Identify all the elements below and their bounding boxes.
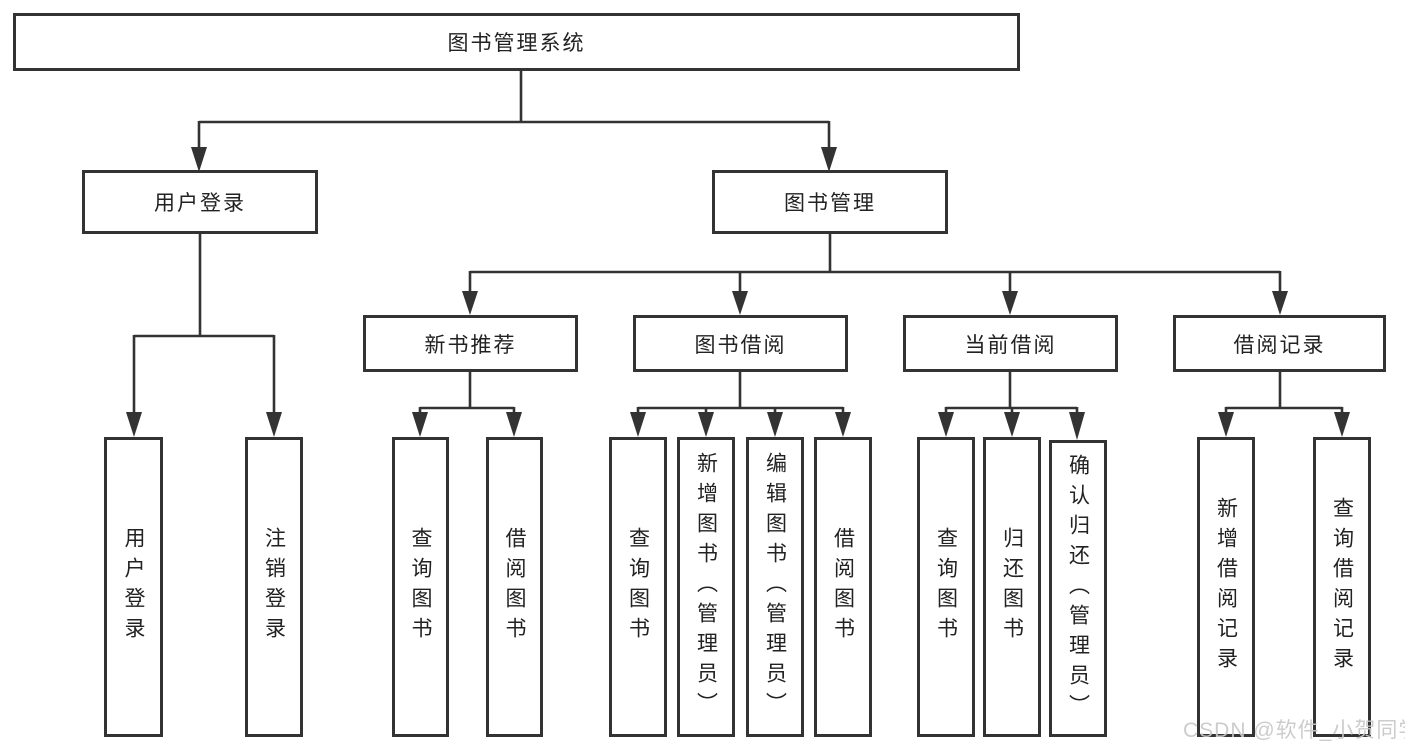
node-new-book-recommend: 新书推荐 <box>363 315 578 372</box>
leaf-borrow-book-1: 借阅图书 <box>486 437 543 737</box>
leaf-query-borrow-record: 查询借阅记录 <box>1313 437 1371 737</box>
leaf-query-book-3-label: 查询图书 <box>934 527 958 647</box>
node-user-login-label: 用户登录 <box>154 192 246 215</box>
node-book-borrow: 图书借阅 <box>633 315 848 372</box>
leaf-query-book-2-label: 查询图书 <box>626 527 650 647</box>
leaf-add-book-admin: 新增图书（管理员） <box>677 437 735 737</box>
node-current-borrow: 当前借阅 <box>903 315 1118 372</box>
leaf-query-book-1-label: 查询图书 <box>409 527 432 647</box>
node-book-management-label: 图书管理 <box>784 192 876 215</box>
leaf-edit-book-admin: 编辑图书（管理员） <box>746 437 804 737</box>
leaf-add-book-admin-label: 新增图书（管理员） <box>694 452 718 722</box>
leaf-borrow-book-2-label: 借阅图书 <box>831 527 855 647</box>
leaf-query-book-2: 查询图书 <box>609 437 667 737</box>
node-user-login: 用户登录 <box>82 170 318 234</box>
leaf-logout-label: 注销登录 <box>262 527 286 647</box>
node-root-label: 图书管理系统 <box>447 32 586 55</box>
leaf-return-book: 归还图书 <box>983 437 1041 737</box>
node-root-system: 图书管理系统 <box>13 13 1020 71</box>
leaf-add-borrow-record: 新增借阅记录 <box>1197 437 1255 737</box>
leaf-borrow-book-1-label: 借阅图书 <box>503 527 526 647</box>
leaf-edit-book-admin-label: 编辑图书（管理员） <box>763 452 787 722</box>
leaf-add-borrow-record-label: 新增借阅记录 <box>1214 497 1238 677</box>
leaf-logout: 注销登录 <box>245 437 303 737</box>
leaf-confirm-return-admin: 确认归还（管理员） <box>1049 440 1107 737</box>
leaf-query-book-1: 查询图书 <box>392 437 449 737</box>
leaf-confirm-return-admin-label: 确认归还（管理员） <box>1066 453 1090 724</box>
leaf-query-book-3: 查询图书 <box>917 437 975 737</box>
leaf-borrow-book-2: 借阅图书 <box>814 437 872 737</box>
node-book-borrow-label: 图书借阅 <box>694 333 787 357</box>
node-current-borrow-label: 当前借阅 <box>964 333 1057 357</box>
leaf-return-book-label: 归还图书 <box>1000 527 1024 647</box>
node-borrow-record: 借阅记录 <box>1173 315 1386 372</box>
node-borrow-record-label: 借阅记录 <box>1233 333 1326 357</box>
csdn-watermark: CSDN @软件_小贺同学 <box>1183 719 1405 742</box>
leaf-user-login-label: 用户登录 <box>122 527 145 647</box>
arrowhead-icons <box>126 147 1350 440</box>
leaf-query-borrow-record-label: 查询借阅记录 <box>1330 497 1354 677</box>
leaf-user-login: 用户登录 <box>104 437 163 737</box>
node-new-book-recommend-label: 新书推荐 <box>424 333 517 357</box>
node-book-management: 图书管理 <box>712 170 948 234</box>
